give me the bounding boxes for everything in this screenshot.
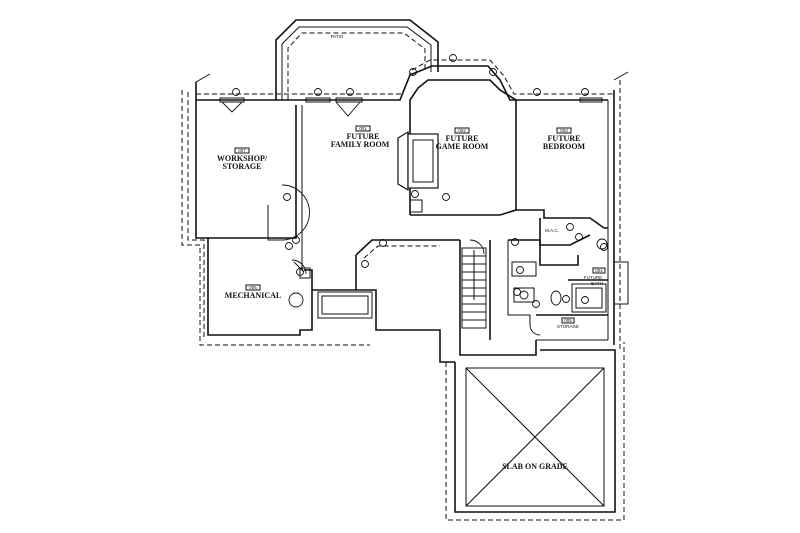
family-room-label-line1: FUTURE: [347, 132, 380, 141]
workshop-label-line2: STORAGE: [223, 162, 262, 171]
family-room-label-line2: FAMILY ROOM: [331, 140, 390, 149]
mechanical-number: 006: [249, 285, 257, 290]
bedroom-number: 003: [560, 128, 568, 133]
bath-label-line2: BATH: [591, 281, 603, 286]
exterior-walls: [181, 59, 629, 363]
slab-area: [445, 342, 625, 521]
mac-label: M.A.C.: [545, 228, 559, 233]
bath-fixtures: [511, 238, 608, 313]
fireplace: [397, 130, 439, 213]
patio-outline: [275, 19, 439, 100]
door-swings: [221, 101, 541, 336]
bedroom-label-line2: BEDROOM: [543, 142, 586, 151]
side-bay: [613, 261, 629, 305]
bedroom-label-line1: FUTURE: [548, 134, 581, 143]
interior-walls: [208, 105, 608, 356]
game-room-walls: [409, 79, 517, 216]
storage-number: 005: [564, 318, 572, 323]
patio-label: PATIO: [331, 34, 344, 39]
game-room-label-line2: GAME ROOM: [436, 142, 489, 151]
room-labels: PATIO 001 FUTURE FAMILY ROOM 002 FUTURE …: [217, 34, 606, 471]
storage-label: STORAGE: [557, 324, 579, 329]
mechanical-equipment: [288, 267, 311, 308]
bath-number: 004: [595, 268, 603, 273]
game-room-label-line1: FUTURE: [446, 134, 479, 143]
workshop-label-line1: WORKSHOP/: [217, 154, 268, 163]
fixture-symbols: [232, 54, 608, 308]
family-room-number: 001: [359, 126, 367, 131]
game-room-number: 002: [458, 128, 466, 133]
bath-label-line1: FUTURE: [584, 275, 602, 280]
windows: [219, 97, 603, 319]
workshop-number: 007: [238, 148, 246, 153]
mechanical-label: MECHANICAL: [225, 291, 281, 300]
stairs: [461, 247, 487, 329]
slab-label: SLAB ON GRADE: [502, 462, 568, 471]
